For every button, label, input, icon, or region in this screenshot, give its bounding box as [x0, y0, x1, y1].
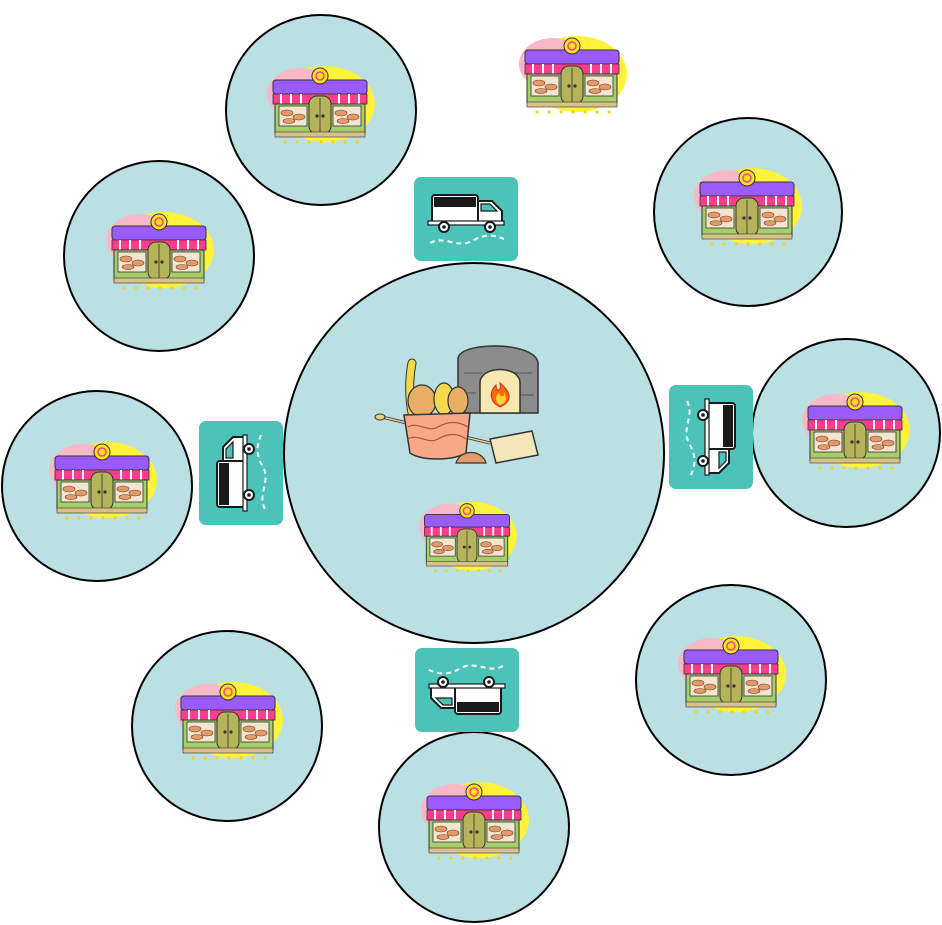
delivery-truck-icon — [415, 648, 519, 732]
store-free-top — [517, 34, 628, 115]
shop-storefront-icon — [801, 391, 910, 471]
shop-storefront-icon — [48, 441, 157, 521]
central-bakery-node — [283, 262, 665, 644]
store-right — [751, 338, 941, 528]
delivery-truck-icon — [669, 385, 753, 489]
delivery-truck-icon — [414, 177, 518, 261]
truck-bottom — [415, 648, 519, 732]
store-lower-right — [635, 584, 827, 776]
shop-storefront-icon — [517, 34, 628, 115]
shop-storefront-icon — [418, 500, 517, 573]
shop-storefront-icon — [266, 65, 375, 145]
shop-storefront-icon — [677, 635, 786, 715]
truck-right — [669, 385, 753, 489]
truck-left — [199, 421, 283, 525]
store-bottom — [378, 731, 570, 923]
shop-storefront-icon — [174, 681, 283, 761]
shop-storefront-icon — [105, 211, 214, 291]
truck-top — [414, 177, 518, 261]
store-top-right — [653, 117, 843, 307]
store-lower-left — [131, 630, 323, 822]
shop-storefront-icon — [693, 167, 802, 247]
store-upper-left — [63, 160, 255, 352]
store-left — [1, 390, 193, 582]
delivery-truck-icon — [199, 421, 283, 525]
shop-storefront-icon — [420, 781, 529, 861]
store-top-left — [225, 14, 417, 206]
